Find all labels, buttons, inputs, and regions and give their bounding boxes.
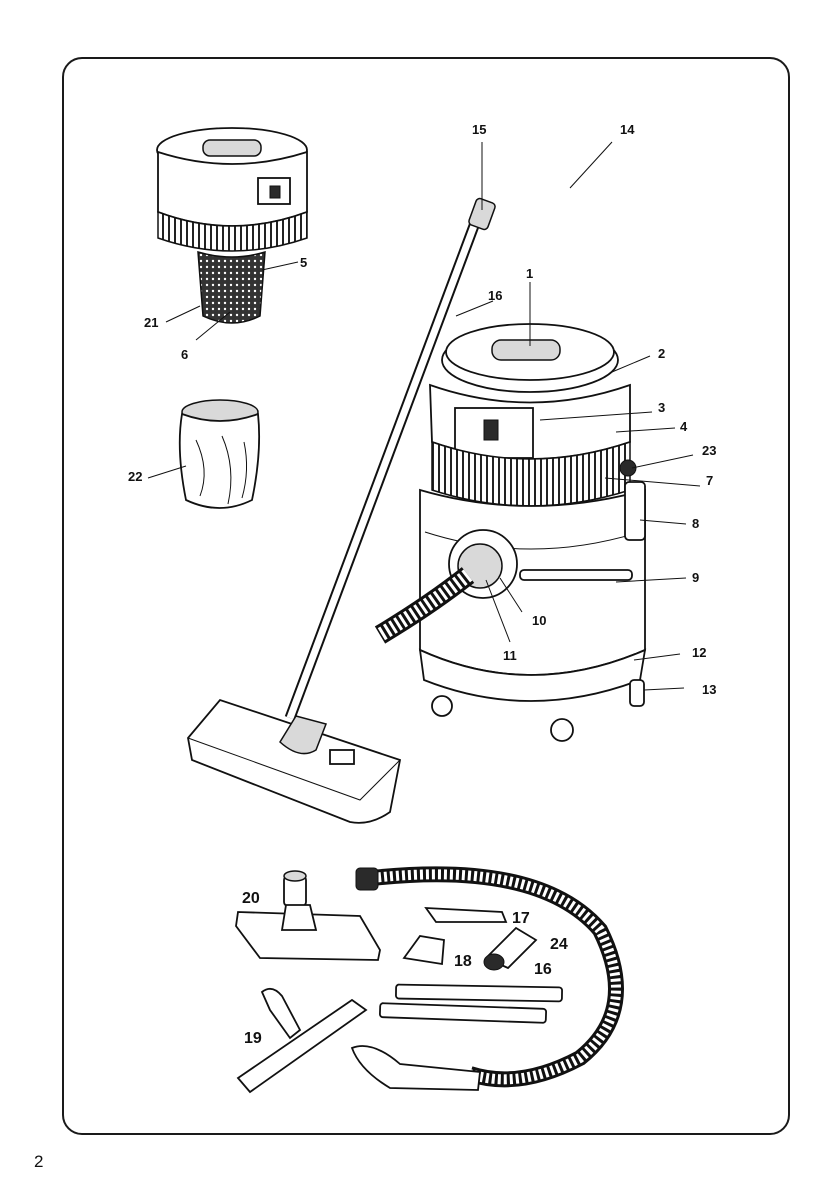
callout-12: 12	[692, 645, 706, 660]
callout-22: 22	[128, 469, 142, 484]
callout-21: 21	[144, 315, 158, 330]
vacuum-cleaner-body	[290, 145, 645, 741]
callout-17: 17	[512, 910, 530, 927]
callout-16: 16	[488, 288, 502, 303]
callout-20: 20	[242, 890, 260, 907]
callout-6: 6	[181, 347, 188, 362]
floor-nozzle	[188, 700, 400, 823]
callout-23: 23	[702, 443, 716, 458]
callout-4: 4	[680, 419, 688, 434]
callout-3: 3	[658, 400, 665, 415]
callout-5: 5	[300, 255, 307, 270]
callout-11: 11	[503, 648, 517, 663]
callout-16-accessory: 16	[534, 961, 552, 978]
callout-2: 2	[658, 346, 665, 361]
page-number: 2	[34, 1152, 43, 1172]
callout-24: 24	[550, 936, 568, 953]
callout-10: 10	[532, 613, 546, 628]
callout-9: 9	[692, 570, 699, 585]
callout-13: 13	[702, 682, 716, 697]
filter-head-assembly	[157, 128, 307, 323]
callout-1: 1	[526, 266, 533, 281]
callout-19: 19	[244, 1030, 262, 1047]
callout-18: 18	[454, 953, 472, 970]
callout-15: 15	[472, 122, 486, 137]
callout-8: 8	[692, 516, 699, 531]
filter-bag	[180, 400, 259, 508]
callout-14: 14	[620, 122, 635, 137]
accessories	[236, 868, 616, 1092]
callout-7: 7	[706, 473, 713, 488]
